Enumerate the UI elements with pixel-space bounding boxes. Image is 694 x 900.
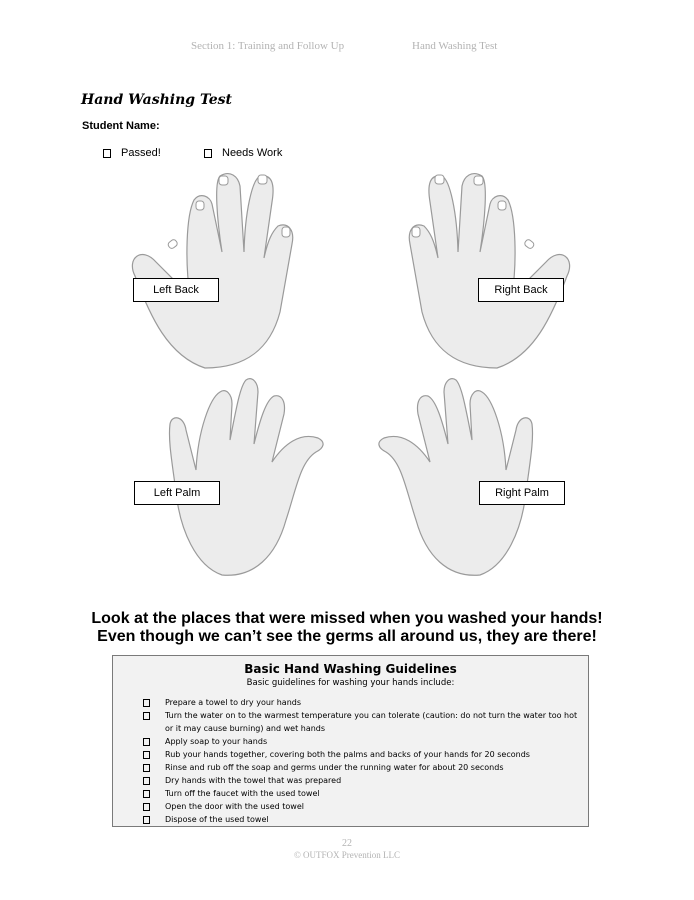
list-item: Rub your hands together, covering both t… — [141, 748, 581, 761]
student-name-label: Student Name: — [82, 120, 160, 132]
list-item: Apply soap to your hands — [141, 735, 581, 748]
option-needs-work[interactable]: Needs Work — [204, 147, 282, 159]
checkbox-icon — [143, 816, 150, 824]
left-back-label: Left Back — [133, 278, 219, 302]
guidelines-subtitle: Basic guidelines for washing your hands … — [246, 678, 455, 688]
right-palm-hand — [378, 378, 534, 576]
option-needs-work-label: Needs Work — [222, 147, 283, 159]
checkbox-icon — [143, 738, 150, 746]
headline-line1: Look at the places that were missed when… — [91, 610, 603, 627]
checkbox-icon — [143, 764, 150, 772]
checkbox-icon — [143, 712, 150, 720]
option-passed-label: Passed! — [121, 147, 161, 159]
list-item: Dry hands with the towel that was prepar… — [141, 774, 581, 787]
guidelines-list: Prepare a towel to dry your hands Turn t… — [141, 696, 581, 826]
checkbox-icon — [143, 790, 150, 798]
list-item: Rinse and rub off the soap and germs und… — [141, 761, 581, 774]
guidelines-box: Basic Hand Washing Guidelines Basic guid… — [112, 655, 589, 827]
list-item: Turn the water on to the warmest tempera… — [141, 709, 581, 735]
checkbox-icon — [143, 751, 150, 759]
checkbox-icon — [143, 803, 150, 811]
left-back-hand — [131, 173, 294, 369]
option-passed[interactable]: Passed! — [103, 147, 161, 159]
header-title: Hand Washing Test — [412, 40, 498, 52]
list-item: Prepare a towel to dry your hands — [141, 696, 581, 709]
right-back-label: Right Back — [478, 278, 564, 302]
list-item: Turn off the faucet with the used towel — [141, 787, 581, 800]
page-title: Hand Washing Test — [81, 92, 233, 108]
page-number: 22 — [342, 838, 352, 849]
hands-diagram — [131, 173, 571, 576]
guidelines-title: Basic Hand Washing Guidelines — [244, 662, 457, 676]
left-palm-label: Left Palm — [134, 481, 220, 505]
right-back-hand — [408, 173, 571, 369]
list-item: Open the door with the used towel — [141, 800, 581, 813]
copyright: © OUTFOX Prevention LLC — [293, 850, 401, 860]
header-section: Section 1: Training and Follow Up — [191, 40, 345, 52]
checkbox-icon — [143, 777, 150, 785]
right-palm-label: Right Palm — [479, 481, 565, 505]
checkbox-icon — [143, 699, 150, 707]
list-item: Dispose of the used towel — [141, 813, 581, 826]
checkbox-icon[interactable] — [204, 148, 212, 158]
headline-line2: Even though we can’t see the germs all a… — [97, 628, 597, 645]
checkbox-icon[interactable] — [103, 148, 111, 158]
left-palm-hand — [168, 378, 324, 576]
